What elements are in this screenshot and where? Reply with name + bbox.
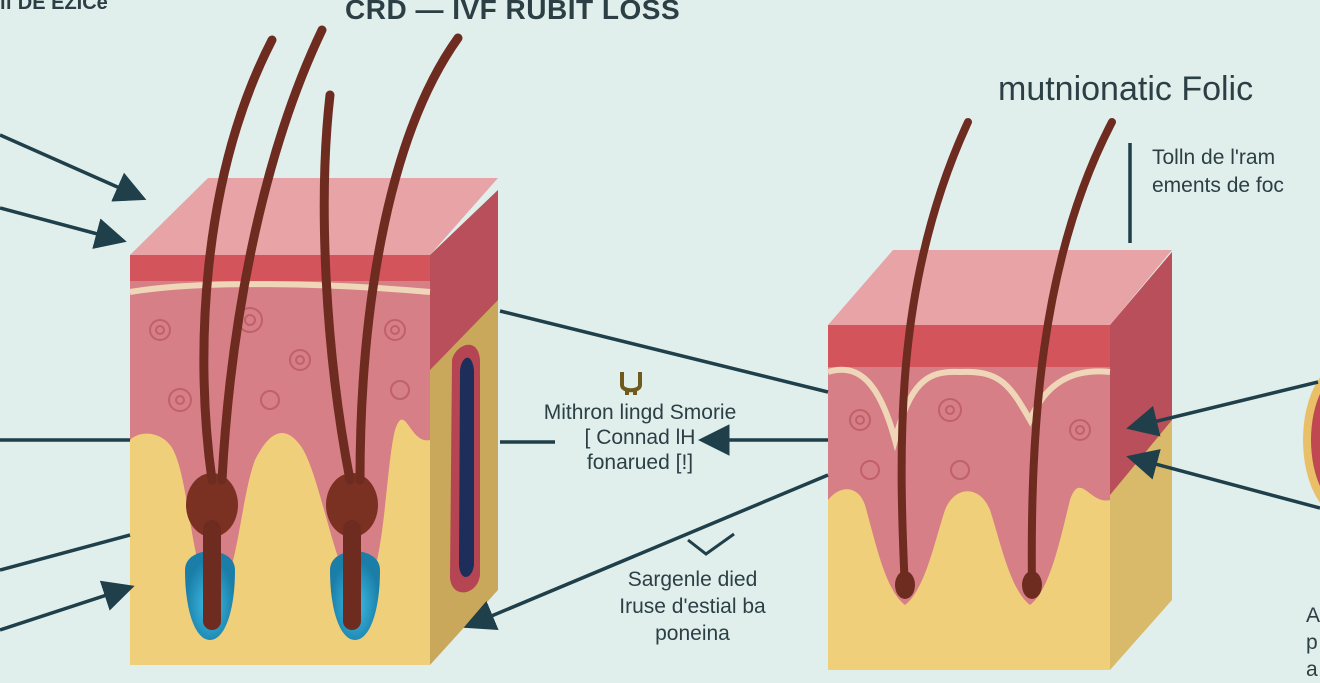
pointer-line	[463, 473, 829, 631]
pointer-line	[1126, 449, 1320, 510]
right-hair-shafts	[897, 118, 1116, 594]
edge-follicle-crosssection	[1303, 377, 1320, 503]
mid-annotation-line: [ Connad lH	[584, 426, 696, 449]
left-dermis-texture	[149, 307, 410, 412]
mid-annotation: Mithron lingd Smorie [ Connad lH fonarue…	[500, 400, 780, 475]
edge-cropped-char: A	[1306, 604, 1320, 627]
left-follicle-bulbs	[185, 473, 380, 640]
low-annotation-line: poneina	[655, 622, 730, 645]
right-dermis-texture	[849, 398, 1091, 480]
left-hair-2	[217, 25, 327, 485]
right-section-description: Tolln de l'ram ements de foc	[1152, 144, 1284, 200]
left-skin-block	[129, 178, 498, 665]
left-hair-1	[199, 35, 277, 485]
left-hair-4	[355, 33, 463, 485]
right-block-epidermis	[828, 325, 1110, 367]
right-skin-block	[827, 250, 1172, 670]
low-annotation-line: Iruse d'estial ba	[619, 595, 766, 618]
left-hair-shafts	[199, 25, 463, 485]
low-annotation-line: Sargenle died	[627, 568, 758, 591]
corner-label: ıf DE EZICe	[0, 0, 108, 14]
pointer-line	[499, 309, 829, 394]
right-section-title: mutnionatic Folic	[998, 70, 1254, 108]
low-annotation: Sargenle died Iruse d'estial ba poneina	[575, 566, 810, 647]
pointer-line	[0, 206, 127, 249]
pointer-line	[1126, 380, 1319, 437]
left-hair-3	[319, 90, 355, 485]
pointer-line	[0, 533, 131, 572]
right-hair-2	[1027, 118, 1116, 594]
right-desc-line: Tolln de l'ram	[1152, 146, 1276, 169]
chevron-down-icon	[687, 532, 735, 556]
left-block-epidermis	[130, 255, 430, 281]
diagram-title: CRD — IVF RUBIT LOSS	[345, 0, 681, 25]
pointer-lines	[0, 133, 1320, 632]
edge-cropped-char: p	[1306, 631, 1318, 654]
edge-cropped-char: a	[1306, 658, 1318, 681]
pointer-line	[0, 133, 147, 202]
edge-cropped-text: A p a	[1306, 602, 1320, 683]
mid-annotation-line: fonarued [!]	[586, 451, 694, 474]
small-symbols	[620, 372, 642, 395]
mid-annotation-line: Mithron lingd Smorie	[543, 401, 737, 424]
right-hair-1	[897, 118, 972, 594]
pointer-line	[0, 580, 135, 632]
u-shaped-marker	[620, 372, 642, 393]
right-desc-line: ements de foc	[1152, 174, 1284, 197]
